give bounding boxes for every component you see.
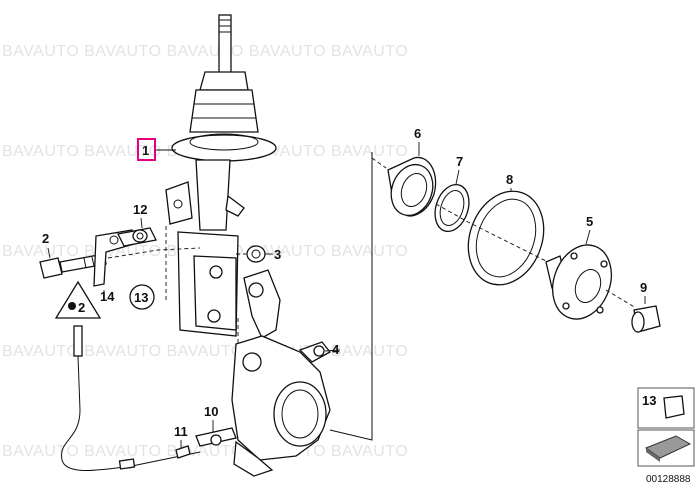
wheel-stud-hole [570, 252, 578, 260]
knuckle-upper-arm [243, 269, 281, 339]
legend-box[interactable]: 13 00128888 [637, 387, 695, 485]
callout-4[interactable]: 4 [332, 342, 340, 357]
catalog-number: 00128888 [646, 474, 691, 485]
callout-14[interactable]: 14 [100, 289, 115, 304]
leader-5 [585, 229, 591, 245]
circlip-inner [439, 190, 465, 226]
abs-sensor-holder[interactable]: 14 [93, 227, 157, 304]
clamp-bolt-hole [209, 265, 223, 279]
callout-9[interactable]: 9 [640, 280, 647, 295]
bracket-hole [173, 199, 183, 209]
screw-head [175, 445, 191, 459]
leader-4 [324, 349, 341, 352]
steering-arm-eye [313, 345, 325, 357]
watermark-row: BAVAUTO BAVAUTO BAVAUTO BAVAUTO BAVAUTO [2, 343, 408, 360]
callout-11[interactable]: 11 [174, 424, 188, 439]
wire-clip [118, 458, 136, 470]
nut-face [631, 311, 645, 333]
sensor-head [210, 434, 222, 446]
dust-shield[interactable]: 8 [456, 172, 556, 295]
clamp-bolt-hole [207, 309, 221, 323]
strut-clamp [193, 255, 237, 331]
triangle-symbol [68, 302, 76, 310]
strut-tube [195, 159, 231, 231]
callout-12[interactable]: 12 [133, 202, 147, 217]
wheel-hub[interactable]: 5 [543, 214, 622, 327]
wheel-bearing[interactable]: 6 [384, 126, 439, 221]
warning-triangle-icon: 2 [54, 280, 102, 319]
shield-inner [475, 198, 537, 278]
bearing-face [390, 163, 434, 217]
assembly-line [371, 157, 387, 169]
sensor-screw[interactable]: 11 [174, 424, 191, 459]
bolt-head [39, 257, 63, 279]
dust-boot [199, 71, 249, 91]
nut-hole [251, 249, 261, 259]
spring-seat [171, 134, 277, 162]
wheel-stud-hole [562, 302, 570, 310]
callout-2[interactable]: 2 [42, 231, 49, 246]
strut-assembly[interactable]: 1 [137, 14, 277, 337]
shield-outer [467, 190, 545, 286]
collar-nut[interactable]: 9 [631, 280, 661, 333]
knuckle-boss [242, 352, 262, 372]
leader-12 [140, 217, 143, 229]
bearing-race [400, 173, 428, 207]
steering-knuckle[interactable]: 4 [231, 269, 341, 477]
spring-seat-ring [189, 133, 259, 151]
callout-5[interactable]: 5 [586, 214, 593, 229]
bolt-thread [91, 256, 95, 267]
holder-hole [109, 235, 119, 245]
watermark-row: BAVAUTO BAVAUTO BAVAUTO BAVAUTO BAVAUTO [2, 443, 408, 460]
knuckle-pivot [248, 282, 264, 298]
callout-6[interactable]: 6 [414, 126, 421, 141]
bump-stop [189, 89, 259, 133]
callout-3[interactable]: 3 [274, 247, 281, 262]
bolt-thread [83, 257, 87, 269]
legend-arrow-shade [646, 448, 660, 462]
abs-sensor-cable[interactable] [61, 325, 201, 471]
wheel-stud-hole [600, 260, 608, 268]
sensor-wire [61, 355, 201, 471]
assembly-lines-left [107, 226, 246, 346]
watermark-row: BAVAUTO BAVAUTO BAVAUTO BAVAUTO BAVAUTO [2, 43, 408, 60]
assembly-line [605, 289, 637, 309]
cable-clip[interactable]: 12 [132, 202, 148, 243]
hub-bore [574, 269, 602, 303]
self-locking-nut[interactable]: 3 [246, 245, 281, 263]
piston-rod [218, 14, 232, 74]
hub-bore-inner [281, 389, 319, 439]
reference-13[interactable]: 13 [129, 284, 155, 310]
circlip-ring [434, 183, 470, 233]
clip-body [132, 229, 148, 243]
callout-13[interactable]: 13 [134, 290, 148, 305]
nut-body [246, 245, 266, 263]
assembly-line [107, 247, 201, 259]
triangle-label: 2 [78, 300, 85, 315]
sensor-connector [73, 325, 83, 357]
legend-label: 13 [642, 393, 656, 408]
callout-1[interactable]: 1 [142, 143, 149, 158]
hub-flange [552, 244, 612, 320]
sensor-bracket [165, 181, 193, 225]
clip-hole [136, 232, 144, 240]
strut-clip [225, 194, 245, 217]
selected-part-highlight [137, 138, 156, 161]
leader-7 [455, 169, 460, 185]
callout-7[interactable]: 7 [456, 154, 463, 169]
circlip[interactable]: 7 [429, 154, 474, 236]
wheel-speed-sensor[interactable]: 10 [195, 404, 237, 447]
leader-2 [47, 247, 51, 259]
group-bracket-line [329, 152, 373, 441]
callout-10[interactable]: 10 [204, 404, 218, 419]
assembly-line [435, 203, 557, 267]
legend-clip-icon [663, 395, 685, 419]
reference-circle [129, 284, 155, 310]
wheel-stud-hole [596, 306, 604, 314]
lower-balljoint-mount [233, 440, 274, 477]
callout-8[interactable]: 8 [506, 172, 513, 187]
